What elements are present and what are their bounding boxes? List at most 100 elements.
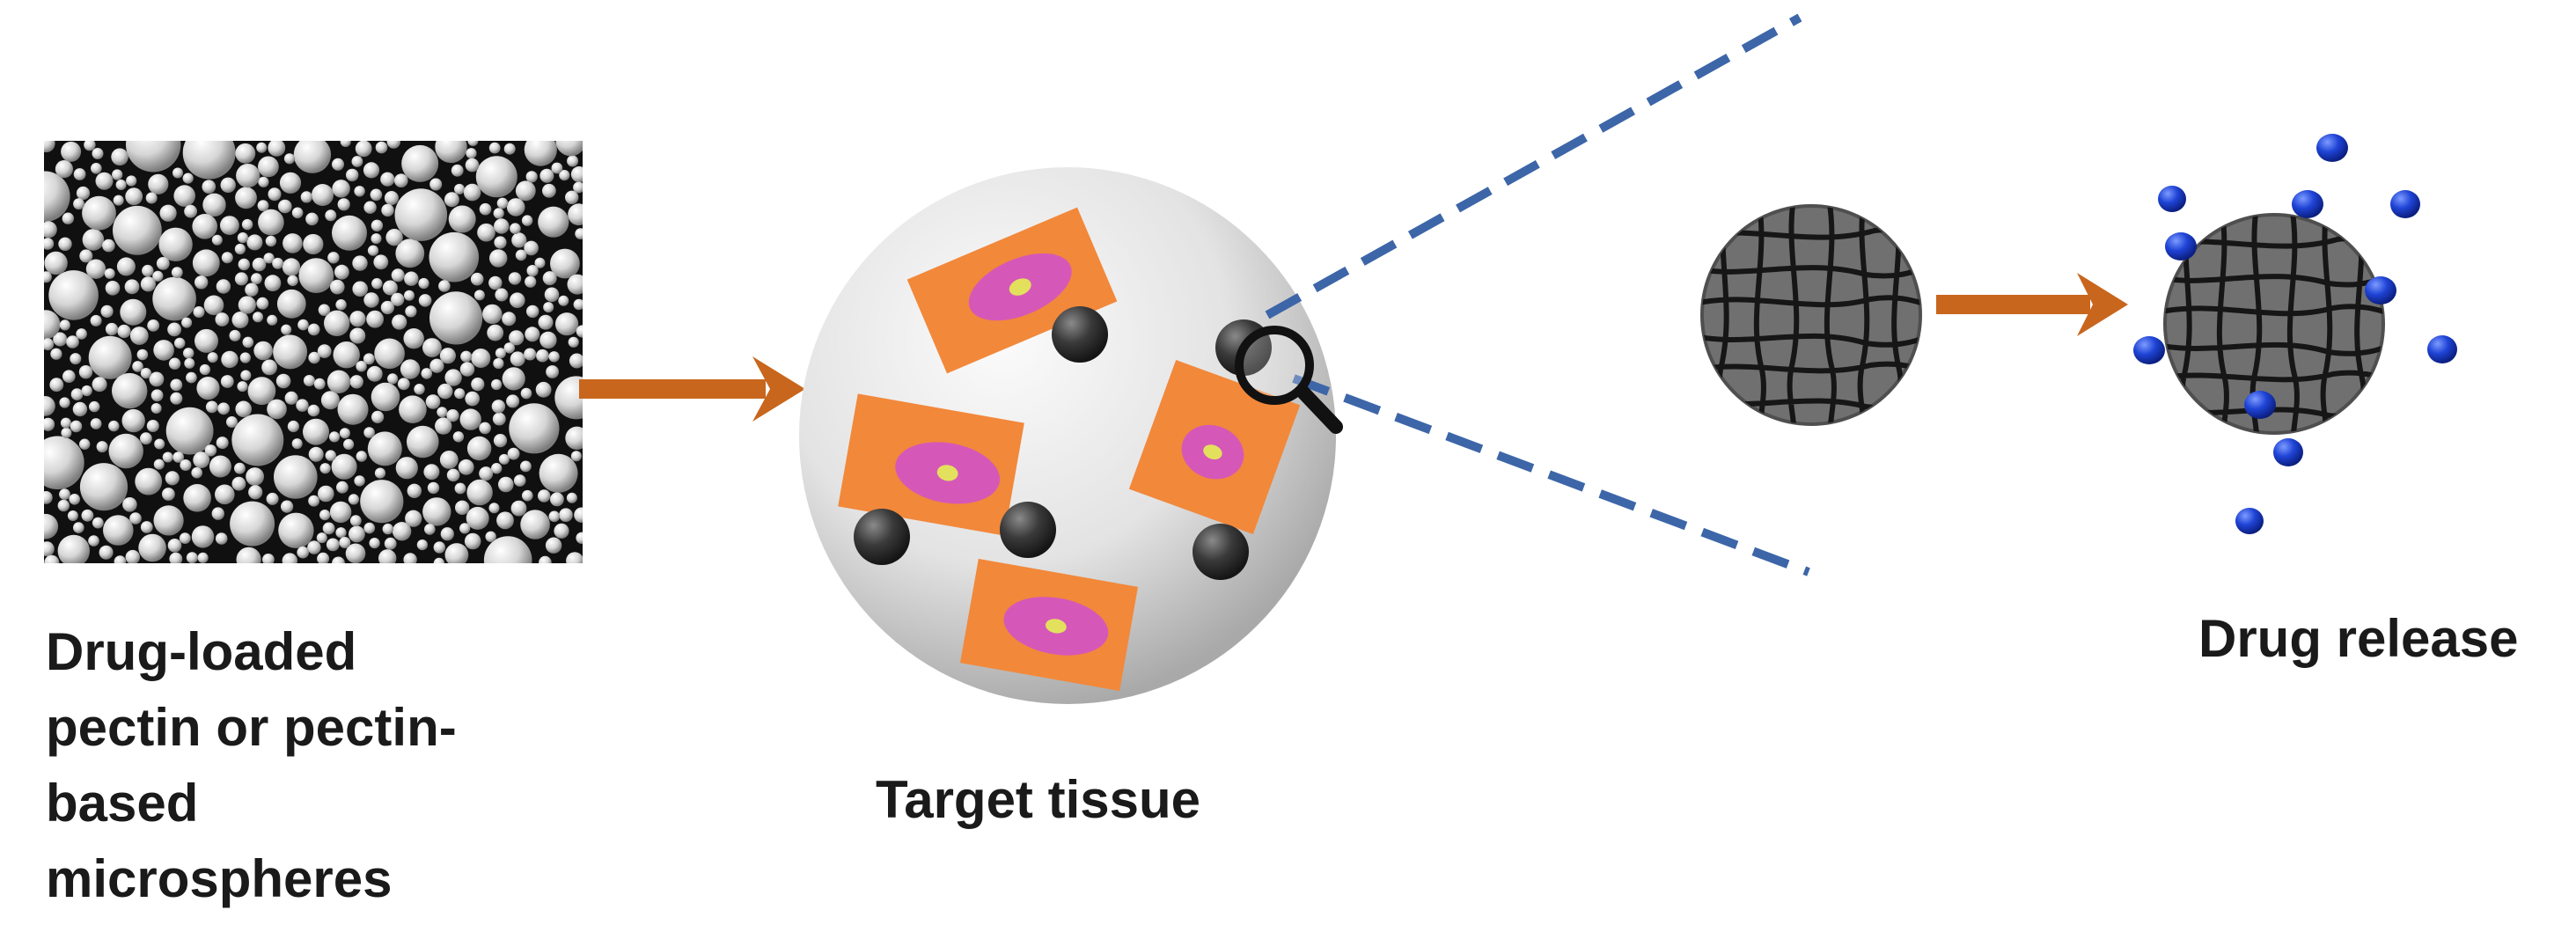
microsphere-bead — [205, 400, 218, 414]
microsphere-bead — [237, 232, 248, 244]
microsphere-bead — [147, 319, 160, 332]
microsphere-bead — [114, 555, 127, 563]
microsphere-bead — [44, 171, 70, 223]
microsphere-bead — [570, 166, 583, 183]
microsphere-bead — [543, 302, 554, 313]
microsphere-bead — [221, 350, 239, 369]
microsphere-bead — [380, 300, 394, 315]
microsphere-bead — [319, 510, 331, 521]
cell — [906, 207, 1118, 374]
microsphere-bead — [268, 187, 282, 202]
microsphere-bead — [510, 500, 527, 517]
microsphere-bead — [182, 172, 194, 184]
microsphere-bead — [252, 257, 267, 272]
microsphere-bead — [282, 553, 297, 563]
microsphere-bead — [211, 234, 223, 246]
microsphere-bead — [138, 533, 166, 562]
microsphere-bead — [256, 297, 269, 310]
microsphere-bead — [381, 203, 394, 217]
microsphere-bead — [568, 203, 583, 226]
microsphere-bead — [405, 305, 417, 318]
microsphere-bead — [433, 557, 445, 563]
microsphere-bead — [235, 400, 253, 418]
microsphere-bead — [397, 378, 410, 391]
microsphere-bead — [479, 202, 492, 216]
microsphere-bead — [220, 375, 234, 388]
microsphere-bead — [115, 180, 127, 190]
microsphere-bead — [256, 142, 268, 153]
microsphere-bead — [275, 373, 291, 389]
microsphere-bead — [451, 164, 464, 177]
drug-molecule — [2244, 391, 2276, 419]
microsphere-bead — [498, 476, 514, 493]
microsphere-bead — [422, 497, 451, 526]
microsphere-bead — [258, 209, 284, 236]
microspheres-label-line: Drug-loaded — [46, 622, 357, 681]
microsphere-bead — [61, 427, 72, 438]
microsphere-bead — [510, 351, 525, 367]
microsphere-bead — [548, 510, 561, 523]
microsphere-bead — [448, 205, 476, 233]
microsphere-bead — [535, 381, 552, 398]
microsphere-bead — [192, 213, 217, 239]
microsphere-bead — [126, 175, 137, 187]
microsphere-bead — [555, 312, 579, 336]
drug-release-sphere — [2163, 213, 2385, 435]
microsphere-bead — [343, 438, 355, 450]
microsphere-bead — [263, 253, 275, 264]
microsphere-bead — [576, 532, 583, 544]
microsphere-bead — [375, 141, 388, 154]
microsphere-bead — [477, 223, 495, 242]
microsphere-bead — [367, 431, 402, 466]
cell — [838, 393, 1024, 536]
microsphere-bead — [407, 483, 422, 498]
microspheres-label: Drug-loaded pectin or pectin- based micr… — [46, 614, 457, 917]
microsphere-bead — [493, 434, 508, 448]
microsphere-bead — [113, 194, 124, 206]
target-tissue-label: Target tissue — [876, 770, 1200, 829]
microsphere-bead — [570, 451, 582, 462]
microsphere-bead — [92, 148, 104, 159]
microsphere-bead — [153, 459, 165, 470]
microsphere-bead — [524, 348, 537, 361]
microsphere-bead — [60, 417, 71, 429]
microsphere-bead — [231, 312, 249, 328]
microsphere-sem-image — [44, 141, 583, 563]
microsphere-bead — [439, 451, 459, 469]
microsphere-bead — [435, 417, 452, 435]
microsphere-bead — [399, 395, 427, 424]
microsphere-bead — [44, 310, 61, 340]
microsphere-bead — [89, 400, 100, 413]
microsphere-bead — [351, 156, 363, 167]
microsphere-bead — [261, 359, 277, 376]
microsphere-bead — [207, 352, 218, 363]
microsphere-bead — [126, 141, 181, 172]
microsphere-bead — [44, 491, 53, 504]
microsphere-bead — [266, 492, 279, 505]
microsphere-bead — [165, 407, 214, 455]
microsphere-bead — [503, 342, 515, 354]
microsphere-bead — [349, 311, 366, 327]
microsphere-bead — [363, 353, 375, 365]
microsphere-bead — [437, 383, 453, 400]
microsphere-bead — [401, 144, 439, 182]
microsphere-bead — [129, 327, 149, 345]
microsphere-bead — [395, 239, 425, 268]
microsphere-bead — [258, 156, 279, 178]
microsphere-bead — [356, 451, 367, 462]
microsphere-bead — [422, 338, 442, 357]
microsphere-bead — [525, 327, 540, 342]
microsphere-bead — [363, 201, 377, 214]
microsphere-bead — [159, 204, 177, 222]
microsphere-bead — [140, 276, 156, 292]
microsphere-bead — [371, 219, 384, 231]
microsphere-bead — [267, 314, 278, 326]
microsphere-bead — [520, 460, 532, 473]
microsphere-bead — [76, 186, 91, 201]
microsphere-bead — [211, 507, 224, 520]
microsphere-bead — [183, 348, 194, 359]
microsphere-bead — [466, 148, 477, 159]
microsphere-bead — [61, 141, 82, 162]
microsphere-bead — [346, 168, 359, 182]
drug-molecule — [2133, 336, 2165, 364]
